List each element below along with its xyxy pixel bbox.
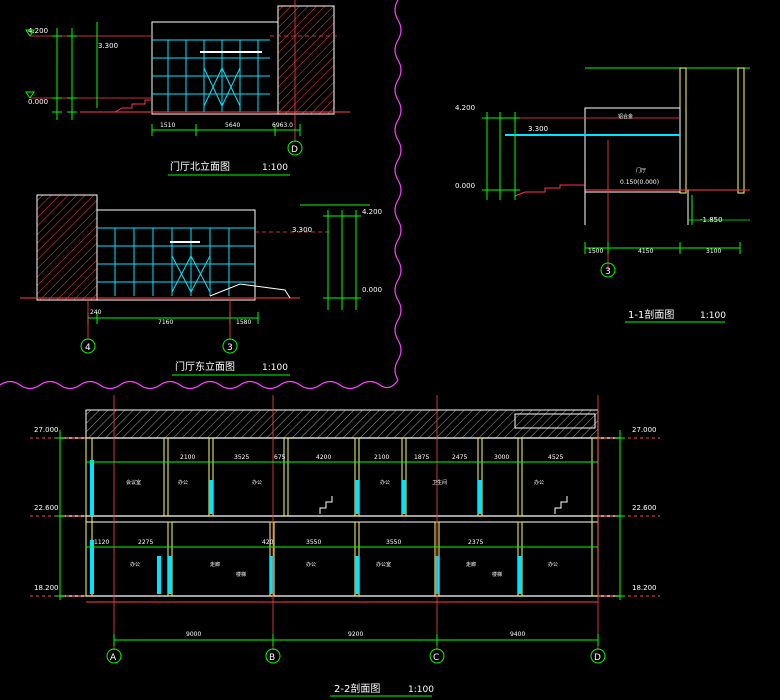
s22-bdim-3: 9400 xyxy=(510,631,525,638)
room-u6: 办公 xyxy=(534,479,544,486)
dim-3: 6963.0 xyxy=(272,122,293,129)
s22-udim-5: 2100 xyxy=(374,454,389,461)
room-u3: 办公 xyxy=(252,479,262,486)
axis-label-c: C xyxy=(433,653,439,663)
axis-bubble-3 xyxy=(222,338,238,354)
s22-level-r3: 18.200 xyxy=(632,584,657,592)
s22-udim-6: 1875 xyxy=(414,454,429,461)
room-l6: 办公 xyxy=(548,561,558,568)
room-l3: 办公 xyxy=(306,561,316,568)
level-3300: 3.300 xyxy=(98,42,118,50)
s11-dim-3: 3100 xyxy=(706,248,721,255)
room-u2: 办公 xyxy=(178,479,188,486)
axis-label-a: A xyxy=(110,653,117,663)
s11-label-lobby: 门厅 xyxy=(636,167,646,174)
s22-udim-1: 2100 xyxy=(180,454,195,461)
dim-2: 5640 xyxy=(225,122,240,129)
east-elevation: 4.200 3.300 0.000 240 7160 1580 4 3 门厅东立… xyxy=(20,194,382,376)
s11-label-level: 0.150(0.000) xyxy=(620,179,659,186)
east-level-3300: 3.300 xyxy=(292,226,312,234)
s11-level-3300: 3.300 xyxy=(528,125,548,133)
hatched-wall-2 xyxy=(36,194,98,301)
east-level-4200: 4.200 xyxy=(362,208,382,216)
s22-ldim-2: 2275 xyxy=(138,539,153,546)
east-elevation-scale: 1:100 xyxy=(262,363,288,373)
east-dim-3: 1580 xyxy=(236,319,251,326)
section-22-scale: 1:100 xyxy=(408,685,434,695)
dim-1: 1510 xyxy=(160,122,175,129)
level-4200: 4.200 xyxy=(28,27,48,35)
stair-label-2: 楼梯 xyxy=(492,571,502,578)
section-11-title: 1-1剖面图 xyxy=(628,308,674,321)
room-l4: 办公室 xyxy=(376,561,391,568)
axis-label-d2: D xyxy=(594,653,601,663)
s22-level-l2: 22.600 xyxy=(34,504,59,512)
s22-ldim-3: 420 xyxy=(262,539,274,546)
s22-bdim-2: 9200 xyxy=(348,631,363,638)
section-2-2: 27.000 22.600 18.200 27.000 22.600 18.20… xyxy=(30,395,660,697)
s22-level-l3: 18.200 xyxy=(34,584,59,592)
north-elevation-title: 门厅北立面图 xyxy=(170,160,230,173)
s22-level-l1: 27.000 xyxy=(34,426,59,434)
north-elevation: 4.200 3.300 0.000 1510 5640 6963.0 D 门厅北… xyxy=(25,0,350,176)
axis-bubble-d xyxy=(287,140,303,156)
s22-bdim-1: 9000 xyxy=(186,631,201,638)
s22-level-r2: 22.600 xyxy=(632,504,657,512)
s11-level-minus: -1.850 xyxy=(700,216,723,224)
axis-bubble-4 xyxy=(80,338,96,354)
s22-level-r1: 27.000 xyxy=(632,426,657,434)
s22-udim-8: 3000 xyxy=(494,454,509,461)
revision-cloud xyxy=(0,0,402,390)
s11-level-0000: 0.000 xyxy=(455,182,475,190)
room-l1: 办公 xyxy=(130,561,140,568)
section-11-scale: 1:100 xyxy=(700,311,726,321)
s22-ldim-5: 3550 xyxy=(386,539,401,546)
axis-bubble-3b xyxy=(600,262,616,278)
s22-ldim-6: 2375 xyxy=(468,539,483,546)
east-dim-2: 7160 xyxy=(158,319,173,326)
hatched-wall xyxy=(277,5,335,115)
s11-level-4200: 4.200 xyxy=(455,104,475,112)
room-l5: 走廊 xyxy=(466,561,476,568)
s11-dim-1: 1500 xyxy=(588,248,603,255)
east-dim-1: 240 xyxy=(90,309,102,316)
room-u4: 办公 xyxy=(380,479,390,486)
axis-bubble-d2 xyxy=(590,648,606,664)
facade-outline-2 xyxy=(96,209,256,301)
s22-udim-4: 4200 xyxy=(316,454,331,461)
axis-label-b: B xyxy=(269,653,275,663)
axis-bubble-c xyxy=(429,648,445,664)
axis-label-4: 4 xyxy=(85,343,91,353)
axis-label-3b: 3 xyxy=(605,267,611,277)
room-u5: 卫生间 xyxy=(432,479,447,486)
s22-ldim-1: 1120 xyxy=(94,539,109,546)
section-22-title: 2-2剖面图 xyxy=(334,682,380,695)
room-l2: 走廊 xyxy=(210,561,220,568)
axis-bubble-a xyxy=(106,648,122,664)
s22-udim-7: 2475 xyxy=(452,454,467,461)
east-elevation-title: 门厅东立面图 xyxy=(175,360,235,373)
level-0000: 0.000 xyxy=(28,98,48,106)
s22-udim-3: 675 xyxy=(274,454,286,461)
stair-label-1: 楼梯 xyxy=(236,571,246,578)
s22-udim-9: 4525 xyxy=(548,454,563,461)
s11-label-alu: 铝合金 xyxy=(618,113,633,120)
axis-bubble-b xyxy=(265,648,281,664)
axis-label-3: 3 xyxy=(227,343,233,353)
section-1-1: 4.200 3.300 0.000 -1.850 铝合金 门厅 0.150(0.… xyxy=(455,67,750,323)
room-u1: 会议室 xyxy=(126,479,141,486)
axis-label-d: D xyxy=(291,145,298,155)
s22-udim-2: 3525 xyxy=(234,454,249,461)
east-level-0000: 0.000 xyxy=(362,286,382,294)
s11-dim-2: 4150 xyxy=(638,248,653,255)
s22-ldim-4: 3550 xyxy=(306,539,321,546)
facade-outline xyxy=(151,21,279,115)
north-elevation-scale: 1:100 xyxy=(262,163,288,173)
